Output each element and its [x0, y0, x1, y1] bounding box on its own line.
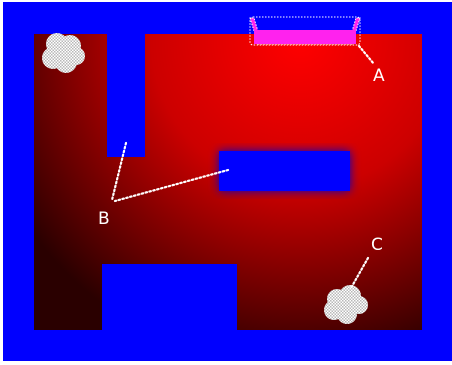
leader-line-b-2 — [113, 168, 230, 203]
inner-wall-block — [219, 151, 350, 191]
leader-lines — [110, 44, 376, 290]
cloud-icon — [324, 285, 368, 324]
label-b: B — [98, 209, 110, 229]
inner-walls — [219, 151, 350, 191]
cloud-icon — [42, 33, 85, 73]
label-a: A — [373, 66, 385, 86]
leader-line-c — [349, 256, 370, 290]
label-c: C — [371, 235, 383, 255]
leader-line-a — [357, 44, 376, 66]
highlight-region-a — [249, 16, 361, 46]
leader-line-b-1 — [110, 141, 128, 202]
